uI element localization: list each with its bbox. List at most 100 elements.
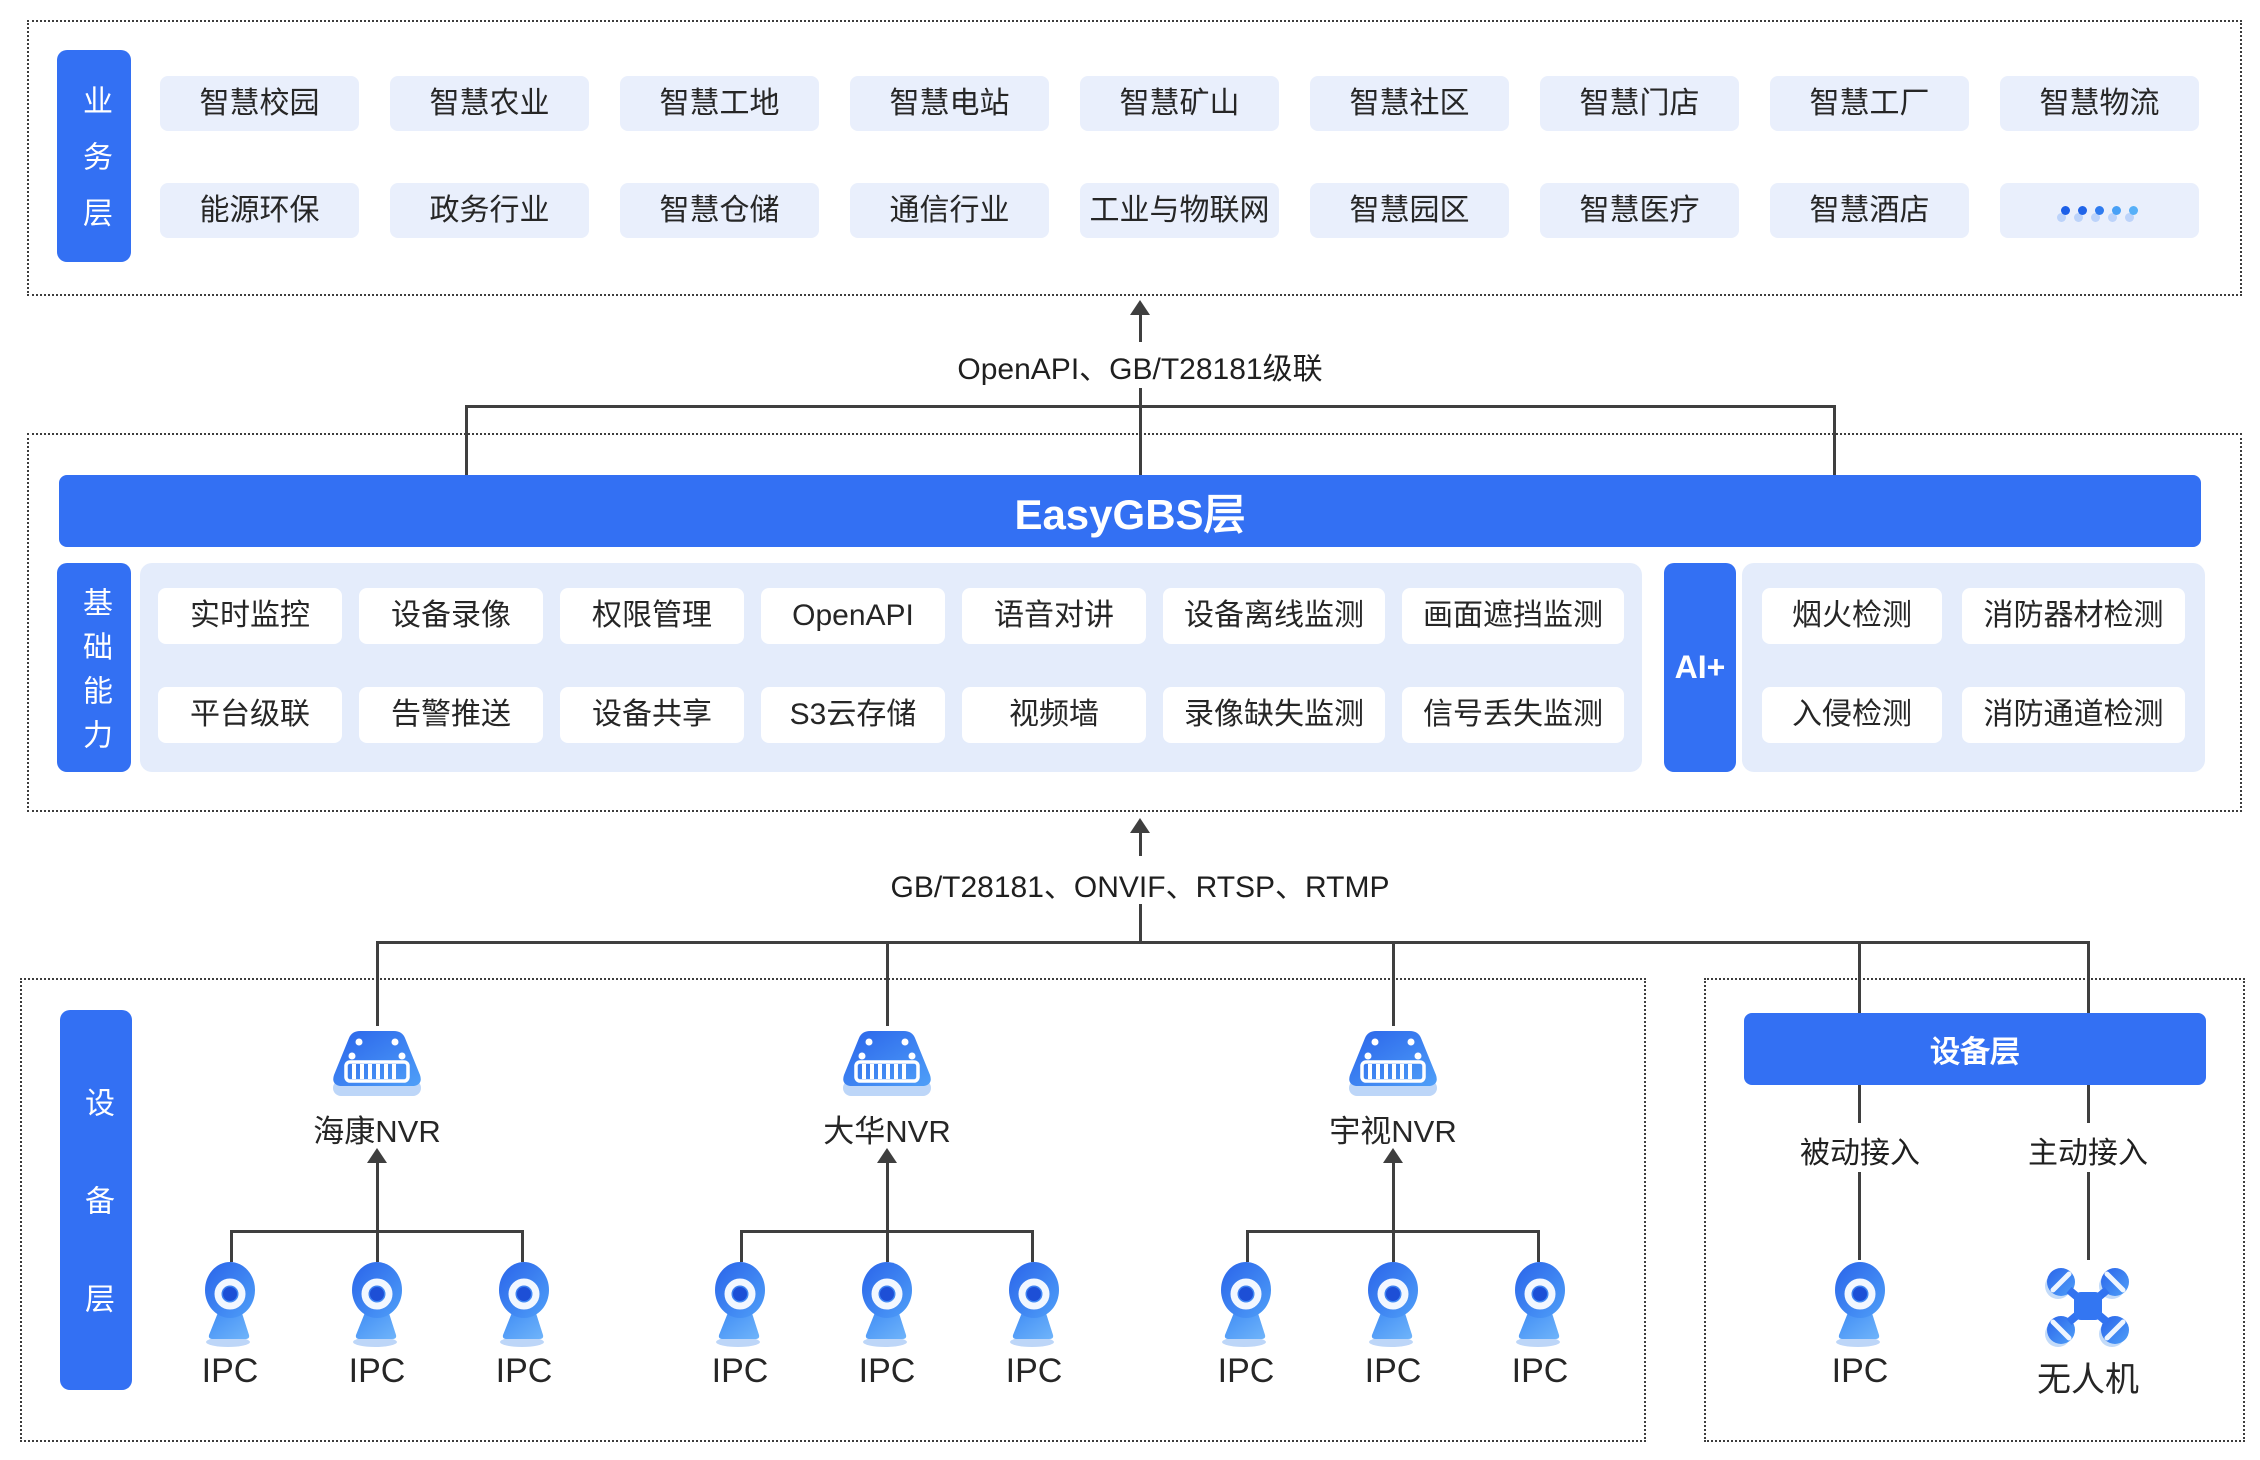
business-chip: 智慧工厂 [1770,76,1969,131]
capability-chip: OpenAPI [761,588,945,644]
business-chip: 智慧门店 [1540,76,1739,131]
business-chip: 智慧工地 [620,76,819,131]
ai-chip: 烟火检测 [1762,588,1942,644]
ai-plus-label-text: AI+ [1674,649,1726,685]
ipc-camera-icon [345,1260,409,1348]
up-arrow-icon [1130,818,1150,833]
connector-line [376,1160,379,1262]
top-protocol-label: OpenAPI、GB/T28181级联 [957,353,1323,386]
capability-chip: 告警推送 [359,687,543,743]
bottom-protocol-label: GB/T28181、ONVIF、RTSP、RTMP [890,871,1390,904]
connector-line [230,1230,233,1262]
ipc-camera-icon [492,1260,556,1348]
connector-line [1392,941,1395,1026]
business-chip: 智慧社区 [1310,76,1509,131]
capability-layer-label: 基础能力 [57,563,131,772]
ipc-label: IPC [1511,1352,1569,1390]
ipc-camera-icon [198,1260,262,1348]
ipc-camera-icon [1214,1260,1278,1348]
connector-bracket [1246,1230,1540,1233]
ai-chip: 消防通道检测 [1962,687,2185,743]
active-access-label: 主动接入 [2028,1137,2148,1170]
capability-chip: 设备录像 [359,588,543,644]
device-access-title-bar: 设备层 [1744,1013,2206,1085]
capability-chip: 视频墙 [962,687,1146,743]
connector-line [1139,388,1142,475]
up-arrow-icon [367,1148,387,1163]
business-chip: 智慧校园 [160,76,359,131]
connector-line [1833,405,1836,475]
device-layer-panel [20,978,1646,1442]
connector-line [1139,314,1142,342]
business-chip: 能源环保 [160,183,359,238]
ipc-label: IPC [711,1352,769,1390]
connector-line [376,941,379,1026]
device-layer-label: 设备层 [60,1010,132,1390]
business-layer-panel [27,20,2242,296]
business-chip: 智慧园区 [1310,183,1509,238]
more-dots-icon [2000,183,2199,238]
connector-line [740,1230,743,1262]
device-distribution-line [377,941,2090,944]
business-chip: 通信行业 [850,183,1049,238]
business-layer-label: 业务层 [57,50,131,262]
device-layer-label-text: 设备层 [80,1087,113,1381]
business-layer-label-text: 业务层 [78,85,111,253]
ipc-label: IPC [201,1352,259,1390]
capability-layer-panel [27,433,2242,812]
connector-bracket [740,1230,1034,1233]
ipc-label: IPC [1831,1352,1889,1390]
connector-line [1031,1230,1034,1262]
connector-bracket [230,1230,524,1233]
easygbs-layer-bar: EasyGBS层 [59,475,2201,547]
capability-chip: S3云存储 [761,687,945,743]
ipc-label: IPC [348,1352,406,1390]
ipc-camera-icon [708,1260,772,1348]
connector-line [1246,1230,1249,1262]
ipc-camera-icon [1828,1260,1892,1348]
business-chip: 智慧医疗 [1540,183,1739,238]
ipc-camera-icon [1361,1260,1425,1348]
capability-chip: 设备共享 [560,687,744,743]
capability-chip: 平台级联 [158,687,342,743]
connector-line [2087,1172,2090,1260]
nvr-icon [839,1028,935,1104]
nvr-name: 宇视NVR [1329,1114,1457,1149]
ipc-label: IPC [858,1352,916,1390]
connector-line [1139,832,1142,856]
connector-bracket [465,405,1836,408]
ipc-label: IPC [495,1352,553,1390]
connector-line [2087,941,2090,1013]
ipc-camera-icon [1002,1260,1066,1348]
connector-line [1139,904,1142,941]
business-chip: 工业与物联网 [1080,183,1279,238]
ai-chip: 入侵检测 [1762,687,1942,743]
business-chip: 智慧物流 [2000,76,2199,131]
business-chip: 智慧酒店 [1770,183,1969,238]
device-access-panel [1704,978,2245,1442]
capability-chip: 录像缺失监测 [1163,687,1385,743]
ipc-label: IPC [1005,1352,1063,1390]
business-chip: 智慧电站 [850,76,1049,131]
capability-chip: 实时监控 [158,588,342,644]
nvr-name: 海康NVR [313,1114,441,1149]
connector-line [465,405,468,475]
nvr-name: 大华NVR [823,1114,951,1149]
drone-label: 无人机 [2037,1361,2139,1399]
nvr-icon [1345,1028,1441,1104]
ipc-camera-icon [1508,1260,1572,1348]
connector-line [1858,1085,1861,1123]
business-chip: 智慧矿山 [1080,76,1279,131]
connector-line [1537,1230,1540,1262]
business-chip: 智慧农业 [390,76,589,131]
connector-line [886,941,889,1026]
connector-line [1858,1172,1861,1260]
capability-layer-label-text: 基础能力 [78,586,111,763]
ai-chip: 消防器材检测 [1962,588,2185,644]
connector-line [886,1160,889,1262]
nvr-icon [329,1028,425,1104]
capability-chip: 语音对讲 [962,588,1146,644]
capability-chip: 信号丢失监测 [1402,687,1624,743]
capability-chip: 权限管理 [560,588,744,644]
